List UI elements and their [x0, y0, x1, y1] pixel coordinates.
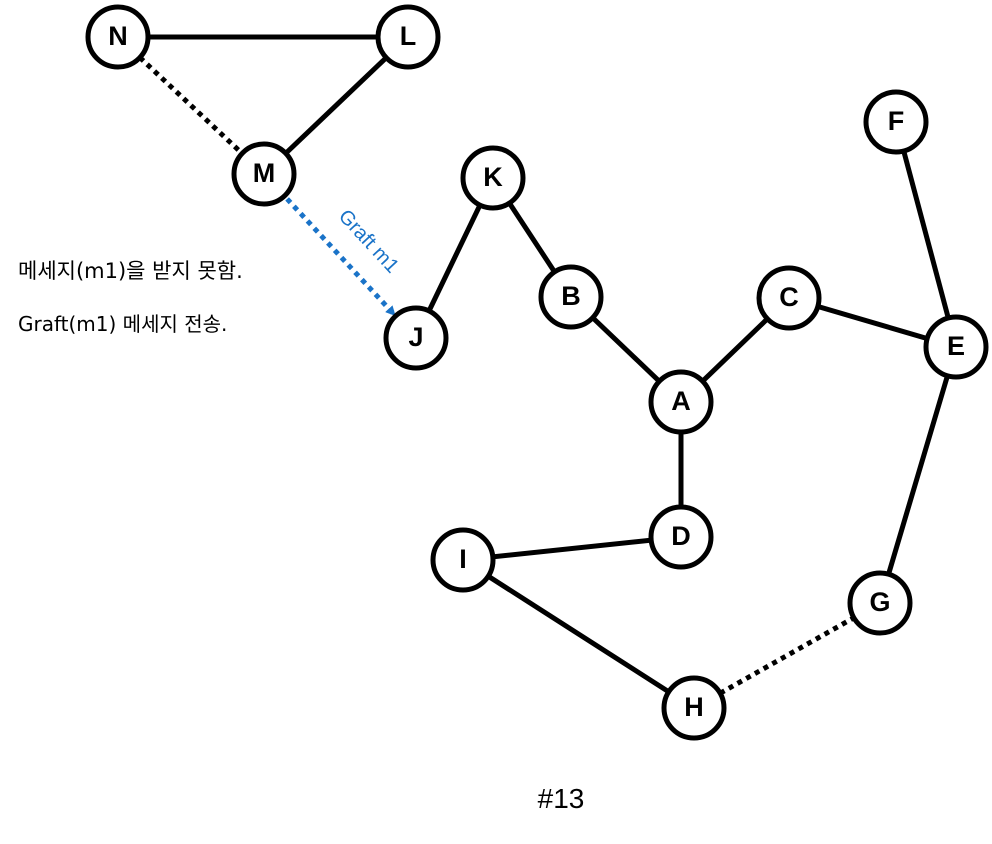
edge-D-I [462, 534, 682, 563]
node-label-H: H [684, 692, 704, 722]
edge-E-G [877, 346, 959, 604]
nodes: N L M K F B C J E A D I G H [85, 4, 989, 741]
node-circle-H [661, 675, 727, 741]
node-circle-A [648, 369, 714, 435]
node-F: F [863, 89, 929, 155]
edge-N-M [116, 35, 266, 176]
node-circle-D [648, 504, 714, 570]
edge-I-H [461, 557, 696, 711]
node-circle-M [231, 141, 297, 207]
node-label-B: B [561, 281, 581, 311]
node-M: M [231, 141, 297, 207]
node-N: N [85, 4, 151, 70]
node-circle-G [847, 570, 913, 636]
node-J: J [383, 305, 449, 371]
node-circle-J [383, 305, 449, 371]
node-I: I [430, 527, 496, 593]
graft-arrow [285, 197, 397, 317]
node-label-L: L [400, 21, 417, 51]
note-graft-sent: Graft(m1) 메세지 전송. [18, 312, 228, 336]
node-K: K [460, 145, 526, 211]
node-label-A: A [671, 386, 691, 416]
node-label-K: K [483, 162, 503, 192]
figure-caption: #13 [537, 783, 585, 814]
node-label-J: J [408, 322, 423, 352]
node-label-M: M [253, 158, 276, 188]
node-C: C [756, 265, 822, 331]
node-label-D: D [671, 521, 691, 551]
node-A: A [648, 369, 714, 435]
node-label-C: C [779, 282, 799, 312]
node-label-F: F [888, 106, 905, 136]
node-L: L [375, 4, 441, 70]
edges [116, 34, 959, 711]
node-circle-F [863, 89, 929, 155]
node-circle-L [375, 4, 441, 70]
node-E: E [923, 314, 989, 380]
node-circle-C [756, 265, 822, 331]
graft-arrow-label: Graft m1 [334, 206, 403, 278]
node-G: G [847, 570, 913, 636]
node-D: D [648, 504, 714, 570]
note-not-received: 메세지(m1)을 받지 못함. [18, 259, 243, 283]
node-label-I: I [459, 544, 467, 574]
node-label-E: E [947, 331, 965, 361]
node-circle-N [85, 4, 151, 70]
node-H: H [661, 675, 727, 741]
node-B: B [538, 264, 604, 330]
node-label-G: G [869, 587, 890, 617]
graft-arrow-group: Graft m1 [285, 197, 403, 317]
node-circle-B [538, 264, 604, 330]
node-circle-I [430, 527, 496, 593]
node-circle-E [923, 314, 989, 380]
node-label-N: N [108, 21, 128, 51]
edge-L-M [262, 35, 410, 176]
node-circle-K [460, 145, 526, 211]
edge-F-E [893, 121, 959, 348]
